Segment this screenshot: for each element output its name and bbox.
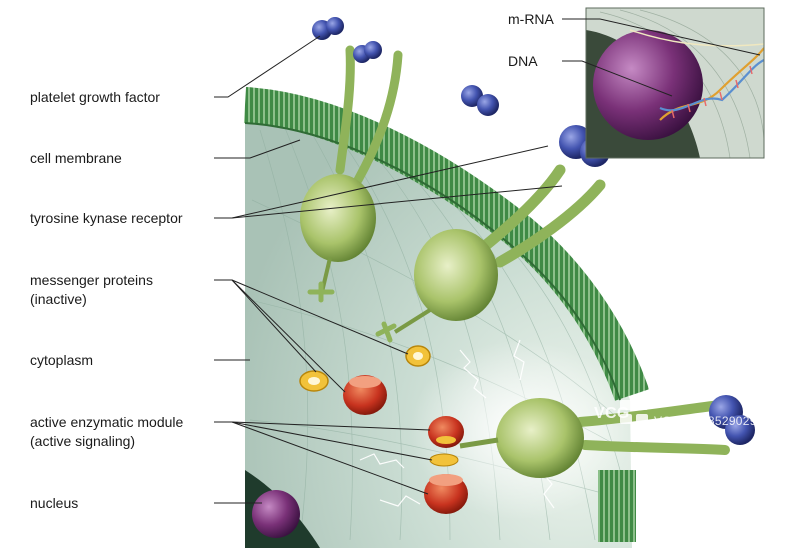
watermark-id: VCG211485290295 [654,414,764,428]
watermark-logo-text: VCG [594,405,630,422]
leader-platelet [214,35,321,98]
growth-factor-free-2 [461,85,499,116]
leader-dna [562,60,673,97]
active-enzymatic-module-3 [424,474,468,514]
watermark-logo-mark [620,400,648,424]
nucleus-region [245,470,320,548]
tyrosine-receptor-2 [375,164,606,343]
label-nucleus: nucleus [30,495,79,511]
label-messenger-proteins: messenger proteins (inactive) [30,271,153,309]
growth-factor-bound-1 [353,41,382,63]
label-cytoplasm: cytoplasm [30,352,94,368]
label-platelet-growth-factor: platelet growth factor [30,89,160,105]
label-tyrosine-receptor: tyrosine kynase receptor [30,210,183,226]
label-active-module: active enzymatic module (active signalin… [30,413,183,451]
leader-membrane [214,139,301,159]
leader-mrna [562,18,761,56]
nucleus-inset [586,8,764,158]
label-messenger-proteins-line1: messenger proteins [30,272,153,288]
growth-factor-bound-3 [709,395,755,445]
leader-active-b [231,421,433,461]
leader-active-c [231,421,429,495]
messenger-protein-inactive-red [343,375,387,415]
active-enzymatic-module-1 [428,416,464,448]
messenger-protein-inactive-1 [299,370,329,392]
active-enzymatic-module-2 [429,453,459,467]
cell-membrane-lower [598,470,636,542]
growth-factor-free-1 [312,17,344,40]
mrna-strand [629,29,764,47]
label-dna: DNA [508,53,538,69]
leader-lines [214,18,761,504]
leader-messenger-c [231,279,346,393]
label-messenger-proteins-line2: (inactive) [30,291,87,307]
leader-receptor-b [231,185,563,219]
label-active-module-line2: (active signaling) [30,433,136,449]
label-cell-membrane: cell membrane [30,150,122,166]
inset-frame [585,7,765,159]
label-active-module-line1: active enzymatic module [30,414,184,430]
tyrosine-receptor-1 [300,45,403,303]
tyrosine-receptor-3 [459,398,730,478]
leader-messenger-b [231,279,409,355]
messenger-protein-inactive-2 [405,345,431,367]
label-mrna: m-RNA [508,11,554,27]
